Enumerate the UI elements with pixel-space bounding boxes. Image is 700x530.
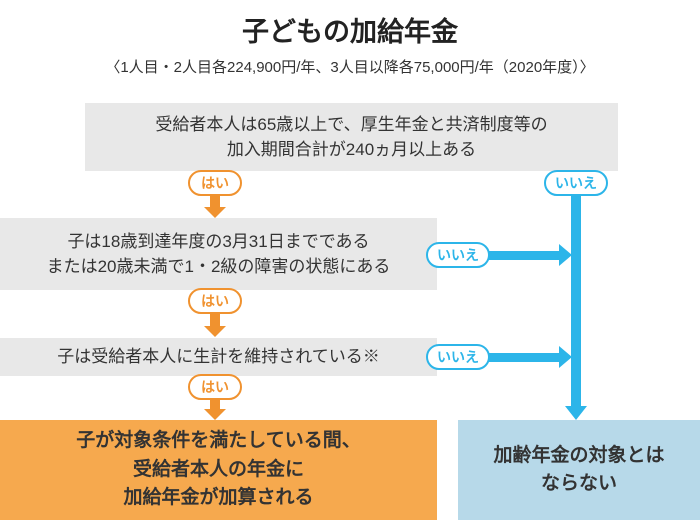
arrow-head-icon [204, 409, 226, 420]
outcome-yes-line2: 受給者本人の年金に [132, 458, 304, 480]
arrow-head-icon [565, 406, 587, 420]
condition-box-3: 子は受給者本人に生計を維持されている※ [0, 338, 437, 376]
yes-arrow-2 [204, 313, 226, 337]
subtitle: 〈1人目・2人目各224,900円/年、3人目以降各75,000円/年（2020… [105, 59, 595, 76]
outcome-yes-line3: 加給年金が加算される [123, 487, 314, 509]
outcome-no-line2: ならない [540, 473, 617, 494]
no-badge-2: いいえ [426, 242, 490, 268]
no-badge-1: いいえ [544, 170, 608, 196]
outcome-box-yes: 子が対象条件を満たしている間、 受給者本人の年金に 加給年金が加算される [0, 420, 437, 520]
yes-badge-1: はい [188, 170, 242, 196]
yes-badge-2: はい [188, 288, 242, 314]
no-arrow-vertical [565, 195, 587, 420]
outcome-yes-line1: 子が対象条件を満たしている間、 [76, 430, 361, 452]
condition-2-line1: 子は18歳到達年度の3月31日までである [67, 231, 370, 251]
arrow-head-icon [559, 244, 572, 266]
arrow-shaft [210, 313, 220, 326]
condition-3-line1: 子は受給者本人に生計を維持されている※ [57, 347, 380, 367]
no-badge-3: いいえ [426, 344, 490, 370]
arrow-shaft [210, 398, 220, 409]
condition-1-line2: 加入期間合計が240ヵ月以上ある [226, 140, 477, 159]
arrow-shaft [489, 250, 559, 260]
arrow-head-icon [204, 207, 226, 218]
no-arrow-3 [489, 346, 572, 368]
condition-1-line1: 受給者本人は65歳以上で、厚生年金と共済制度等の [155, 114, 548, 134]
condition-2-line2: または20歳未満で1・2級の障害の状態にある [46, 257, 391, 276]
arrow-head-icon [559, 346, 572, 368]
no-arrow-2 [489, 244, 572, 266]
yes-arrow-1 [204, 195, 226, 218]
arrow-shaft [210, 195, 220, 207]
arrow-shaft [571, 195, 581, 406]
condition-box-1: 受給者本人は65歳以上で、厚生年金と共済制度等の 加入期間合計が240ヵ月以上あ… [85, 103, 618, 171]
outcome-no-line1: 加齢年金の対象とは [493, 444, 665, 466]
arrow-shaft [489, 352, 559, 362]
outcome-box-no: 加齢年金の対象とは ならない [458, 420, 700, 520]
yes-arrow-3 [204, 398, 226, 420]
condition-box-2: 子は18歳到達年度の3月31日までである または20歳未満で1・2級の障害の状態… [0, 218, 437, 290]
page-title: 子どもの加給年金 [242, 17, 458, 47]
arrow-head-icon [204, 326, 226, 337]
yes-badge-3: はい [188, 374, 242, 400]
